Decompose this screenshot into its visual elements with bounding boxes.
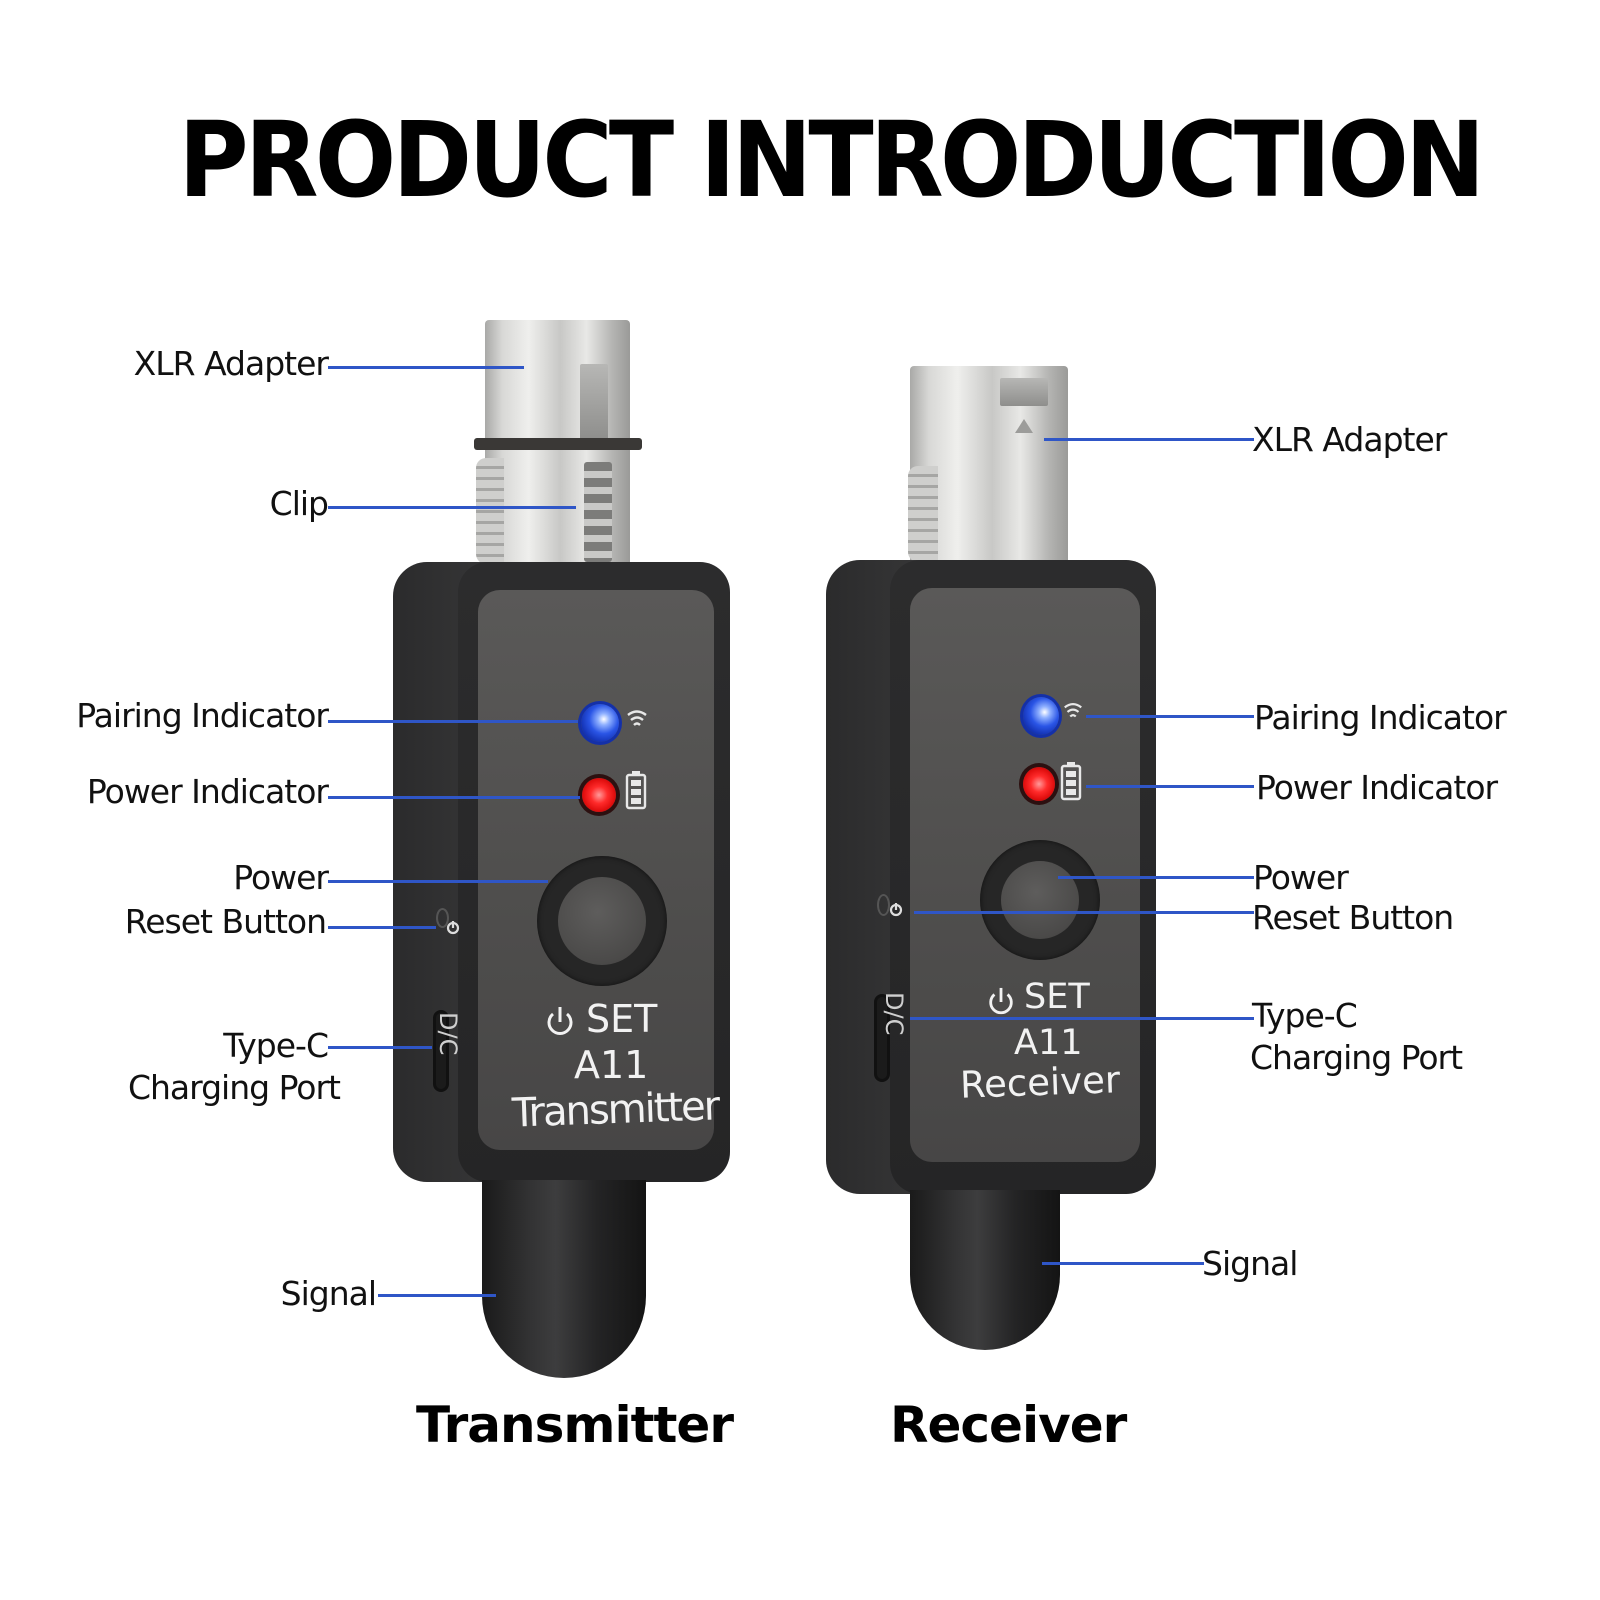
receiver-model-label: A11 (1014, 1023, 1083, 1063)
leader-line-power (1058, 876, 1254, 879)
transmitter-button-cap[interactable] (558, 877, 646, 965)
transmitter-set-label: SET (586, 997, 658, 1041)
battery-icon (625, 771, 647, 810)
transmitter-pairing-led (581, 704, 619, 742)
callout-label-xlr-adapter: XLR Adapter (133, 344, 329, 383)
transmitter-clip-grip (476, 458, 504, 564)
receiver-caption: Receiver (890, 1396, 1127, 1454)
leader-line-pairing-indicator (328, 720, 578, 723)
transmitter-caption: Transmitter (416, 1396, 734, 1454)
transmitter-power-led (582, 778, 616, 812)
leader-line-pairing-indicator (1086, 715, 1254, 718)
transmitter-name-label: Transmitter (511, 1083, 719, 1137)
callout-label-power-indicator: Power Indicator (1256, 768, 1498, 807)
transmitter-signal-antenna (482, 1180, 646, 1378)
leader-line-signal (378, 1294, 496, 1297)
receiver-signal-antenna (910, 1190, 1060, 1350)
leader-line-signal (1042, 1262, 1204, 1265)
receiver-power-led (1023, 767, 1055, 801)
callout-label-charging-port: Charging Port (127, 1068, 341, 1107)
leader-line-xlr-adapter (1044, 438, 1254, 441)
leader-line-reset-button (914, 911, 1254, 914)
receiver-type-c-port[interactable] (874, 994, 890, 1082)
transmitter-xlr-slot (580, 364, 608, 440)
receiver-pairing-led (1023, 697, 1059, 735)
xlr-arrow-icon (1015, 419, 1033, 433)
transmitter-model-label: A11 (574, 1043, 649, 1087)
reset-icon (889, 903, 903, 917)
leader-line-xlr-adapter (328, 366, 524, 369)
leader-line-power (328, 880, 548, 883)
transmitter-dc-label: D/C (434, 1012, 462, 1056)
callout-label-clip: Clip (269, 484, 329, 523)
leader-line-type-c (328, 1046, 432, 1049)
leader-line-power-indicator (1086, 785, 1254, 788)
callout-label-type-c: Type-C (1252, 996, 1358, 1035)
transmitter-xlr-adapter (485, 320, 630, 442)
battery-icon (1060, 762, 1082, 801)
receiver-reset-hole[interactable] (877, 894, 890, 916)
receiver-dc-label: D/C (880, 992, 908, 1036)
callout-label-charging-port: Charging Port (1250, 1038, 1463, 1077)
leader-line-power-indicator (328, 796, 580, 799)
callout-label-reset-button: Reset Button (1252, 898, 1454, 937)
callout-label-type-c: Type-C (223, 1026, 329, 1065)
callout-label-power: Power (1253, 858, 1349, 897)
callout-label-signal: Signal (280, 1274, 377, 1313)
receiver-button-cap[interactable] (1001, 861, 1079, 939)
receiver-xlr-grip (908, 466, 938, 562)
power-icon (547, 1007, 573, 1035)
receiver-set-label: SET (1024, 977, 1090, 1017)
callout-label-power: Power (233, 858, 329, 897)
transmitter-clip-latch (584, 462, 612, 562)
callout-label-signal: Signal (1202, 1244, 1298, 1283)
callout-label-power-indicator: Power Indicator (86, 772, 329, 811)
transmitter-xlr-ring (474, 438, 642, 450)
receiver-name-label: Receiver (959, 1058, 1121, 1107)
callout-label-pairing-indicator: Pairing Indicator (1254, 698, 1507, 737)
transmitter-type-c-port[interactable] (433, 1010, 449, 1092)
page-title: PRODUCT INTRODUCTION (178, 99, 1485, 221)
leader-line-clip (328, 506, 576, 509)
leader-line-type-c (910, 1017, 1254, 1020)
reset-icon (446, 921, 460, 935)
wifi-signal-icon (1064, 703, 1082, 718)
wifi-signal-icon (627, 710, 647, 726)
receiver-xlr-pin-window (1000, 378, 1048, 406)
leader-line-reset-button (328, 926, 436, 929)
callout-label-xlr-adapter: XLR Adapter (1252, 420, 1447, 459)
transmitter-reset-hole[interactable] (436, 908, 449, 928)
callout-label-reset-button: Reset Button (124, 902, 327, 941)
callout-label-pairing-indicator: Pairing Indicator (76, 696, 329, 735)
power-icon (989, 987, 1013, 1015)
